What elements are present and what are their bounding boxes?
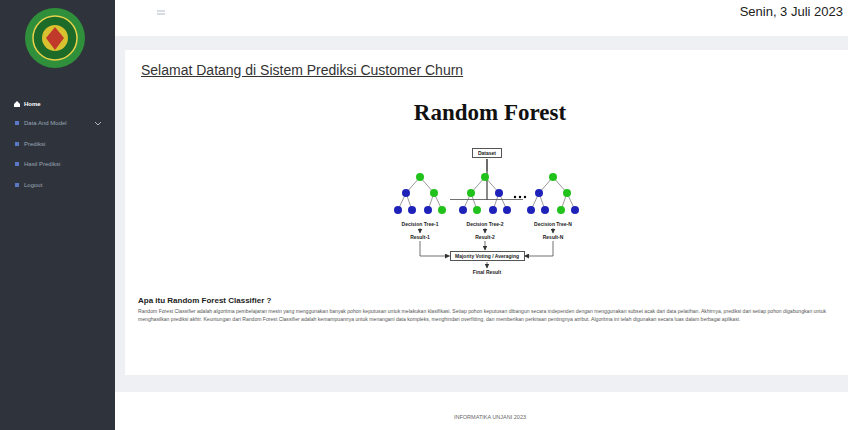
connector [553,228,554,233]
result-label: Final Result [472,269,502,275]
connector [485,228,486,233]
menu-item: Home [24,101,41,107]
connector [485,241,486,250]
node-text: Majority Voting / Averaging [455,253,520,259]
menu-item: Prediksi [24,141,45,147]
connector [487,159,523,200]
node-text: Decision Tree-2 [455,221,515,227]
decision-tree-icon [392,172,448,218]
ellipsis-dots [514,196,526,198]
section-heading: Apa itu Random Forest Classifier ? [138,296,271,305]
paragraph: Random Forest Classifier adalah algoritm… [138,308,838,324]
menu-item: Hasil Prediksi [24,161,60,167]
connector [525,241,554,256]
node-text: Result-N [542,234,564,240]
sidebar [0,0,115,430]
content-card [125,50,848,375]
node-text: Result-1 [410,234,431,240]
decision-tree: Decision Tree-N [523,172,583,227]
node-text: Decision Tree-1 [390,221,450,227]
decision-tree: Decision Tree-2 [455,172,515,227]
decision-tree-icon [457,172,513,218]
menu-item: Logout [24,182,42,188]
connector [487,262,488,268]
footer-bar [115,392,848,430]
node-text: Result-2 [475,234,496,240]
node-text: Final Result [472,269,502,275]
result-label: Result-2 [475,234,496,240]
diagram-title: Random Forest [414,100,566,126]
connector [420,241,450,256]
hamburger-icon [157,11,165,14]
decision-tree: Decision Tree-1 [390,172,450,227]
process-box: Majority Voting / Averaging [450,251,525,261]
result-label: Result-1 [410,234,431,240]
connector [450,159,487,200]
process-box: Dataset [472,148,502,158]
menu-icons [14,101,101,187]
menu-item: Data And Model [24,120,67,126]
decision-tree-icon [525,172,581,218]
date-text: Senin, 3 Juli 2023 [740,4,843,19]
result-label: Result-N [542,234,564,240]
top-bar [115,0,848,36]
footer-text: INFORMATIKA UNJANI 2023 [454,414,526,420]
node-text: Decision Tree-N [523,221,583,227]
page-heading: Selamat Datang di Sistem Prediksi Custom… [141,62,463,78]
connector [420,228,421,233]
logo [25,8,85,68]
node-text: Dataset [477,150,497,156]
